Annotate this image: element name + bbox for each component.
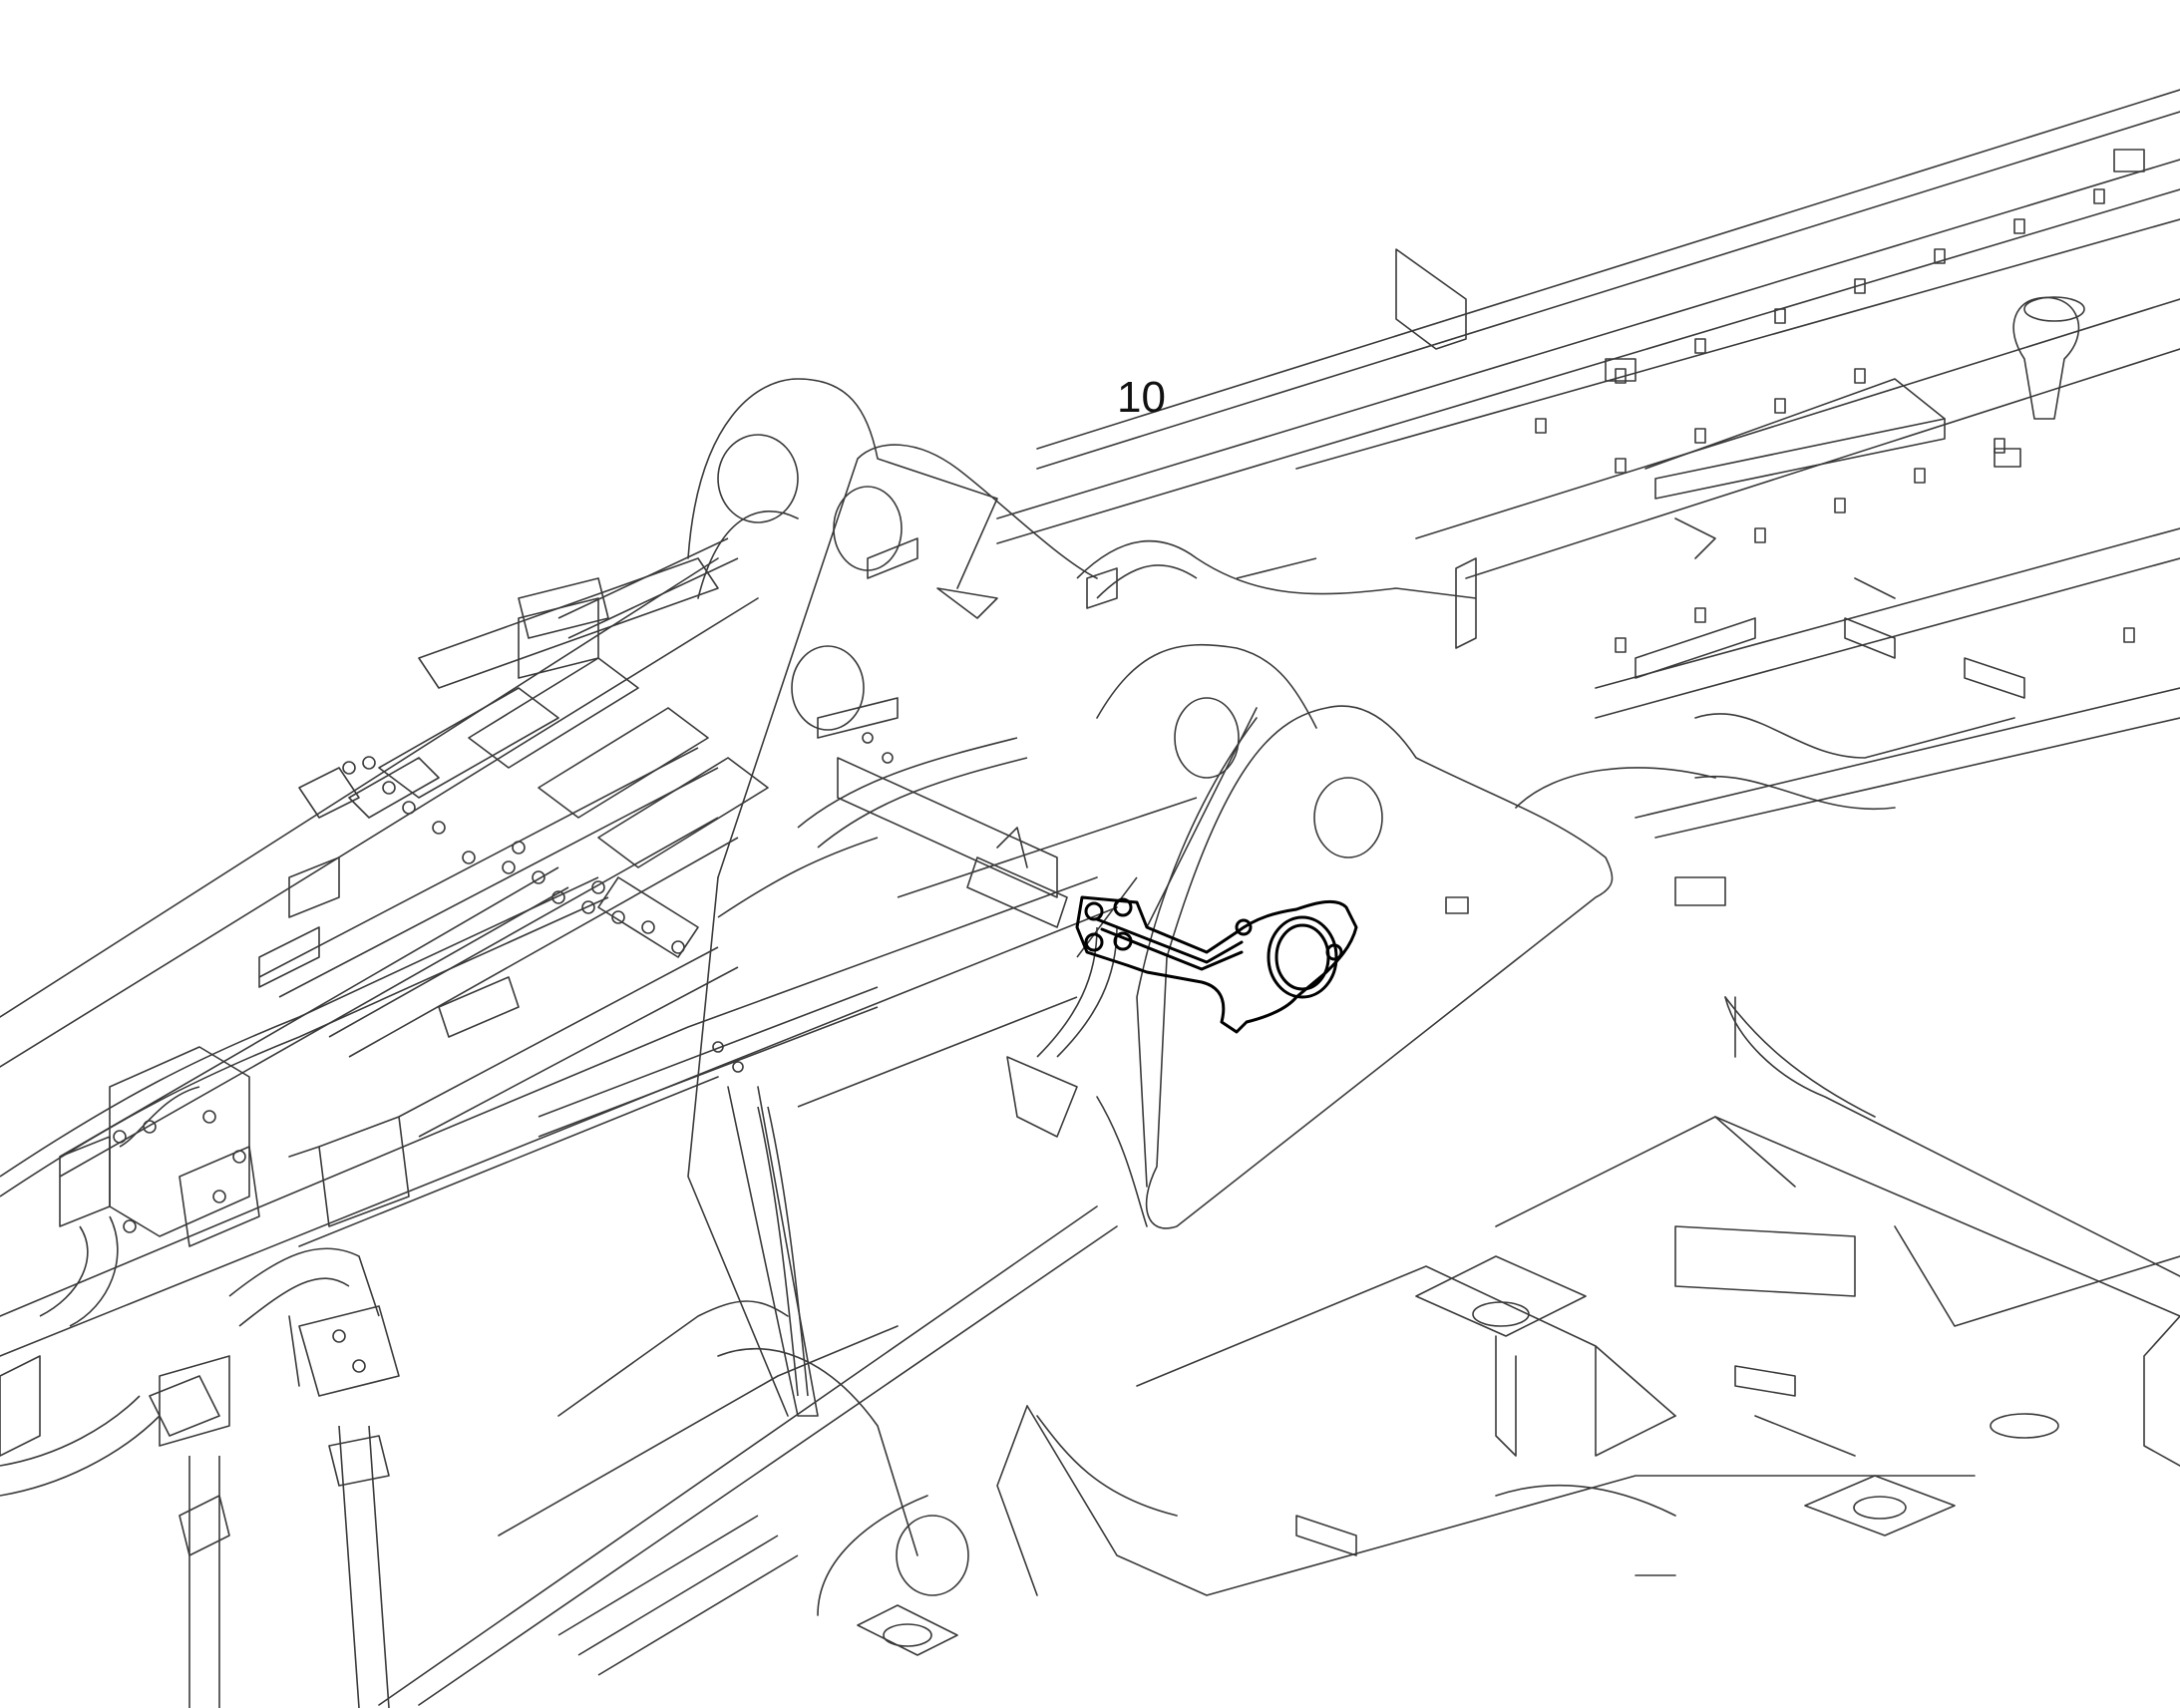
- upper-frame-rails: [996, 89, 2180, 839]
- hydraulic-hoses: [0, 537, 1477, 1708]
- rail-studs: [1535, 149, 2145, 653]
- boom-body: [0, 557, 2180, 1706]
- valve-blocks: [0, 537, 1477, 1556]
- callout-label-10: 10: [1117, 373, 1166, 422]
- boom-tower-plates: [687, 378, 1726, 1417]
- bolts: [113, 732, 894, 1373]
- highlighted-bracket[interactable]: [1075, 895, 1358, 1034]
